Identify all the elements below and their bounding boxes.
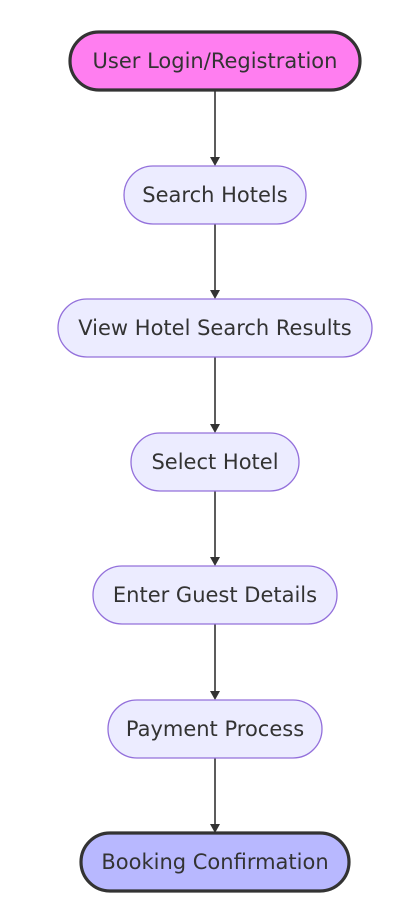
node-select: Select Hotel	[130, 432, 300, 492]
node-confirm: Booking Confirmation	[79, 831, 351, 893]
node-confirm-shape	[79, 831, 351, 893]
edge-select-to-guest	[210, 491, 220, 566]
edges-layer	[210, 90, 220, 833]
arrowhead-icon	[210, 557, 220, 566]
node-payment-shape	[107, 699, 323, 759]
edge-login-to-search	[210, 90, 220, 166]
node-login-label: User Login/Registration	[93, 49, 338, 73]
edge-search-to-results	[210, 224, 220, 299]
arrowhead-icon	[210, 824, 220, 833]
node-payment: Payment Process	[107, 699, 323, 759]
node-payment-label: Payment Process	[126, 717, 304, 741]
arrowhead-icon	[210, 424, 220, 433]
node-results: View Hotel Search Results	[57, 298, 373, 358]
edge-guest-to-payment	[210, 624, 220, 700]
edge-results-to-select	[210, 357, 220, 433]
arrowhead-icon	[210, 691, 220, 700]
node-search-label: Search Hotels	[142, 183, 287, 207]
arrowhead-icon	[210, 290, 220, 299]
node-guest-label: Enter Guest Details	[113, 583, 317, 607]
node-guest: Enter Guest Details	[92, 565, 338, 625]
node-select-label: Select Hotel	[151, 450, 278, 474]
node-select-shape	[130, 432, 300, 492]
arrowhead-icon	[210, 157, 220, 166]
node-login-shape	[68, 30, 362, 92]
node-guest-shape	[92, 565, 338, 625]
node-results-label: View Hotel Search Results	[78, 316, 351, 340]
node-search-shape	[123, 165, 307, 225]
node-confirm-label: Booking Confirmation	[101, 850, 328, 874]
node-results-shape	[57, 298, 373, 358]
edge-payment-to-confirm	[210, 758, 220, 833]
node-search: Search Hotels	[123, 165, 307, 225]
node-login: User Login/Registration	[68, 30, 362, 92]
